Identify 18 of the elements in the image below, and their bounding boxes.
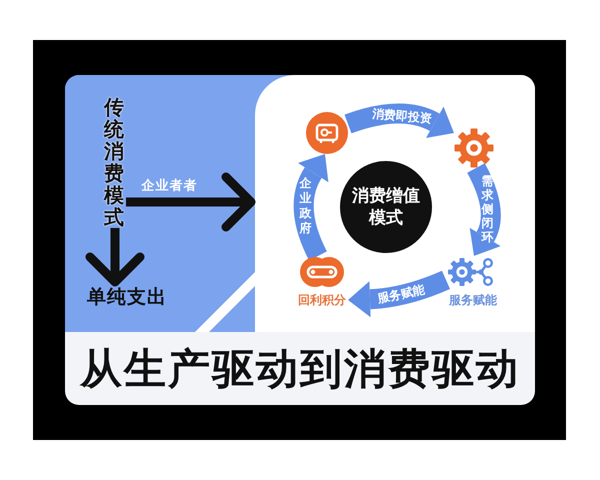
curved-arrow [344, 104, 454, 138]
icon-caption: 服务赋能 [448, 292, 498, 308]
arrow [126, 172, 256, 232]
side-panel [65, 75, 255, 332]
center-circle: 消费缯值模式 [340, 161, 432, 253]
edge-label: 企业政府 [298, 176, 313, 236]
edge-label: 服务赋能 [376, 282, 426, 306]
curved-arrow [467, 163, 502, 257]
title: 从生产驱动到消费驱动 [78, 343, 521, 395]
icon-caption: 回利积分 [297, 292, 347, 308]
vertical-heading: 传统消费模式 [102, 96, 126, 228]
edge-label: 企业者者 [142, 178, 198, 194]
curved-arrow [348, 270, 450, 318]
edge-label: 需求侧闭环 [480, 174, 495, 244]
content-panel [255, 75, 535, 332]
node-label: 单纯支出 [87, 286, 168, 308]
edge-label: 消费即投资 [371, 106, 432, 126]
curved-arrow [294, 153, 329, 260]
